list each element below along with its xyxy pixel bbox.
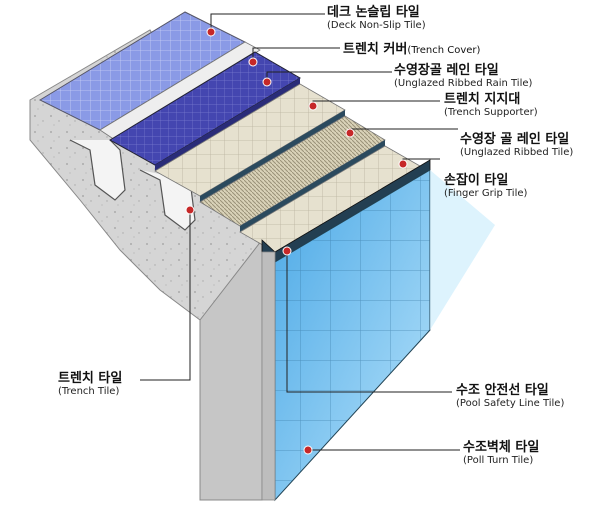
- label-safety-line: 수조 안전선 타일 (Pool Safety Line Tile): [456, 384, 564, 409]
- label-poll-turn-en: (Poll Turn Tile): [463, 455, 534, 466]
- marker-trench-tile: [185, 205, 195, 215]
- marker-safety-line: [282, 246, 292, 256]
- label-ribbed-tile-ko: 수영장 골 레인 타일: [460, 132, 570, 147]
- marker-finger-grip: [398, 159, 408, 169]
- label-finger-grip-en: (Finger Grip Tile): [444, 188, 528, 199]
- label-finger-grip-ko: 손잡이 타일: [444, 173, 509, 188]
- label-rain-tile: 수영장골 레인 타일 (Unglazed Ribbed Rain Tile): [394, 64, 532, 89]
- label-trench-tile-en: (Trench Tile): [58, 386, 120, 397]
- label-deck-en: (Deck Non-Slip Tile): [327, 20, 426, 31]
- label-trench-supporter: 트렌치 지지대 (Trench Supporter): [444, 93, 538, 118]
- markers: [185, 27, 408, 455]
- label-trench-cover-en: (Trench Cover): [407, 45, 481, 56]
- label-safety-line-en: (Pool Safety Line Tile): [456, 398, 565, 409]
- marker-trench-supporter: [308, 101, 318, 111]
- marker-deck: [206, 27, 216, 37]
- label-trench-supporter-ko: 트렌치 지지대: [444, 92, 521, 107]
- label-trench-tile-ko: 트렌치 타일: [58, 371, 123, 386]
- pool-wall: [261, 169, 495, 502]
- marker-ribbed-tile: [345, 128, 355, 138]
- leader-deck: [210, 13, 325, 32]
- leader-trench-cover: [252, 47, 340, 62]
- leader-trench-tile: [140, 210, 191, 381]
- label-ribbed-tile: 수영장 골 레인 타일 (Unglazed Ribbed Tile): [460, 133, 573, 158]
- leader-safety-line: [286, 251, 452, 393]
- marker-rain-tile: [262, 77, 272, 87]
- label-trench-cover-ko: 트렌치 커버: [343, 42, 408, 57]
- marker-poll-turn: [303, 445, 313, 455]
- label-finger-grip: 손잡이 타일 (Finger Grip Tile): [444, 174, 527, 199]
- label-rain-tile-en: (Unglazed Ribbed Rain Tile): [394, 78, 533, 89]
- label-trench-tile: 트렌치 타일 (Trench Tile): [58, 372, 122, 397]
- label-deck-tile: 데크 논슬립 타일 (Deck Non-Slip Tile): [327, 6, 426, 31]
- label-ribbed-tile-en: (Unglazed Ribbed Tile): [460, 147, 574, 158]
- label-trench-cover: 트렌치 커버(Trench Cover): [343, 40, 480, 56]
- label-safety-line-ko: 수조 안전선 타일: [456, 383, 549, 398]
- label-rain-tile-ko: 수영장골 레인 타일: [394, 63, 499, 78]
- marker-trench-cover: [248, 57, 258, 67]
- label-poll-turn: 수조벽체 타일 (Poll Turn Tile): [463, 441, 539, 466]
- label-trench-supporter-en: (Trench Supporter): [444, 107, 538, 118]
- label-poll-turn-ko: 수조벽체 타일: [463, 440, 540, 455]
- label-deck-ko: 데크 논슬립 타일: [327, 5, 420, 20]
